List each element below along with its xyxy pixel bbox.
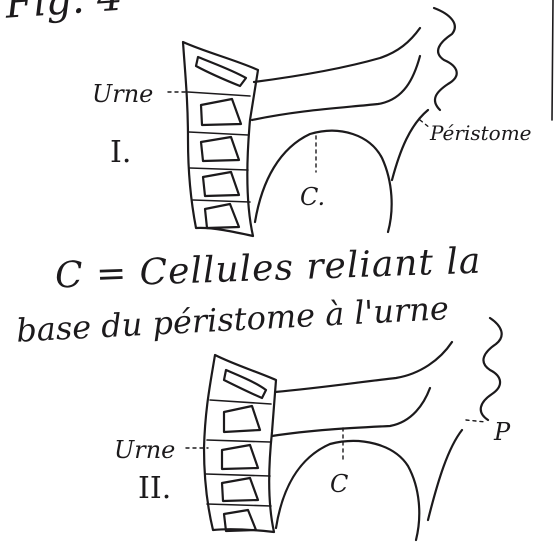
- numeral-label-2: II.: [138, 471, 171, 506]
- urne-label-2: Urne: [114, 436, 175, 464]
- urne-label-1: Urne: [92, 80, 153, 108]
- page-edge-mark: [552, 0, 553, 120]
- urn-wall-cells-2: [204, 355, 276, 532]
- p-label-2: P: [493, 418, 511, 446]
- peristome-leader-1: [420, 120, 430, 128]
- numeral-label-1: I.: [110, 135, 131, 170]
- caption: C = Cellules reliant la base du péristom…: [15, 241, 482, 350]
- p-leader-2: [466, 420, 486, 422]
- peristome-label-1: Péristome: [429, 121, 532, 145]
- figure-heading: Fig. 4: [3, 0, 124, 28]
- peristome-teeth-1: [434, 8, 457, 110]
- diagram-2: Urne II. C P: [114, 318, 511, 540]
- peristome-teeth-2: [481, 318, 502, 420]
- urn-top-outline-1: [254, 28, 420, 82]
- peristome-outer-line-1: [392, 110, 428, 180]
- caption-line-1: C = Cellules reliant la: [54, 241, 482, 297]
- c-arch-1: [255, 131, 392, 232]
- diagram-1: Urne I. C. Péristome: [92, 8, 532, 236]
- peristome-base-curve-2: [272, 388, 430, 436]
- urn-wall-cells-1: [183, 42, 258, 236]
- c-label-1: C.: [300, 183, 325, 211]
- peristome-outer-line-2: [428, 430, 462, 520]
- c-label-2: C: [330, 470, 348, 498]
- caption-line-2: base du péristome à l'urne: [15, 289, 449, 350]
- peristome-base-curve-1: [252, 56, 420, 120]
- urn-top-outline-2: [275, 342, 452, 392]
